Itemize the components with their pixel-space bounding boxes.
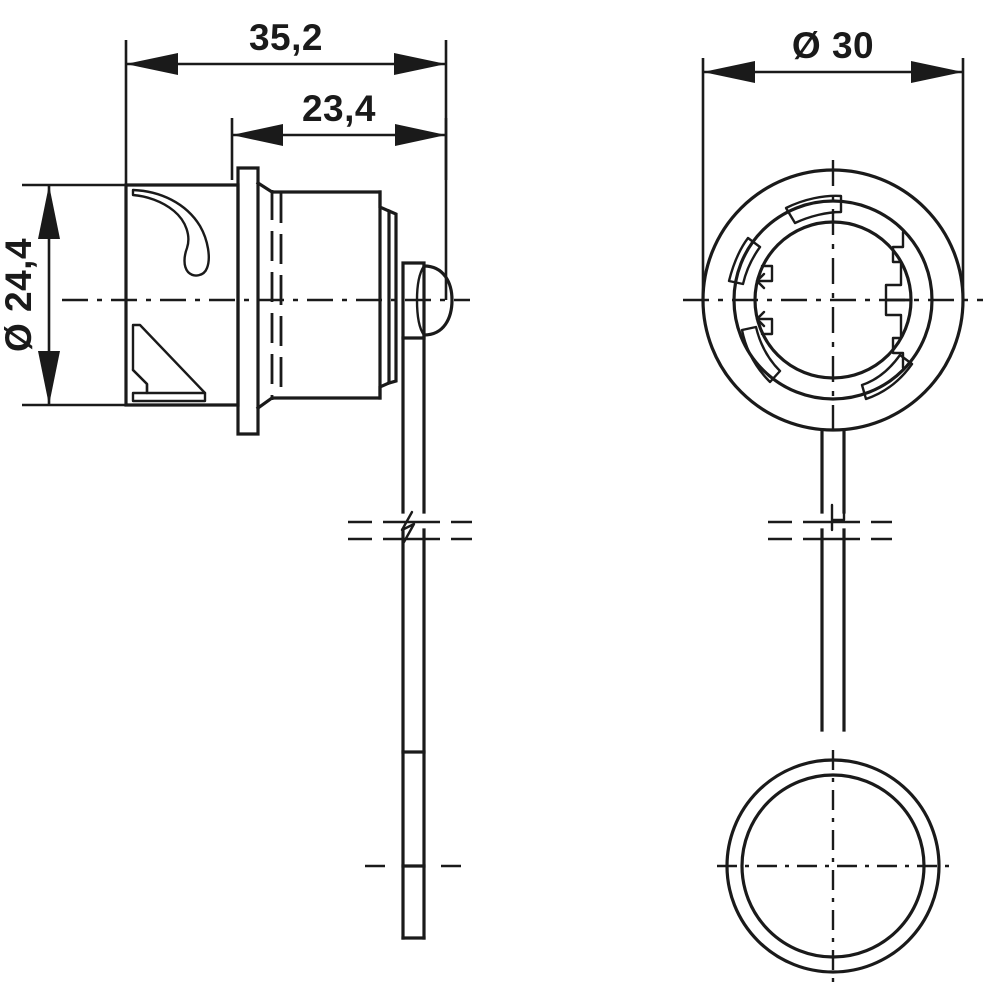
bayonet-slot-upper-left [727, 236, 762, 286]
front-view-strap-upper [820, 428, 846, 514]
arrow-right-35 [394, 53, 446, 75]
arrow-left-30 [703, 61, 755, 83]
dimension-overall-length: 35,2 [126, 17, 446, 75]
bayonet-slot-lower-right [860, 353, 914, 401]
dim-label-flange-diameter: Ø 30 [792, 25, 874, 66]
bayonet-slot-top [784, 194, 843, 225]
keyway-right-upper [884, 230, 913, 302]
arrow-top-244 [38, 185, 60, 239]
front-view-group: Ø 30 [683, 25, 983, 982]
side-view-group: 35,2 23,4 Ø 24,4 [0, 17, 472, 940]
dimension-thread-length: 23,4 [232, 88, 446, 146]
side-view-strap-lower [401, 528, 426, 940]
side-view-body [124, 166, 454, 436]
dim-label-body-diameter: Ø 24,4 [0, 238, 39, 352]
front-break-step-symbol [830, 503, 846, 532]
keyway-profile-group [755, 230, 913, 370]
arrow-right-23 [395, 124, 446, 146]
dimension-flange-diameter: Ø 30 [703, 25, 963, 83]
mounting-flange-outline [236, 166, 260, 436]
break-zigzag-symbol [400, 510, 416, 544]
dimension-body-diameter: Ø 24,4 [0, 185, 60, 405]
keyway-tick-lower [755, 310, 766, 328]
bayonet-lug-lower-inner [131, 368, 207, 395]
keyway-tick-upper [755, 272, 766, 290]
keyway-left-lower [755, 317, 774, 336]
side-view-extension-lines [22, 40, 448, 407]
front-view-extension-lines [701, 58, 965, 300]
front-view-break-symbol [768, 503, 892, 541]
keyway-right-lower [884, 298, 913, 370]
keyway-left-upper [755, 264, 774, 283]
cap-dome-outline [422, 264, 454, 337]
arrow-left-23 [232, 124, 283, 146]
bayonet-lug-lower [131, 323, 207, 403]
side-view-break-symbol [348, 510, 472, 544]
arrow-right-30 [911, 61, 963, 83]
front-view-strap-lower [820, 528, 846, 732]
bayonet-slot-lower-left [740, 325, 782, 384]
front-body-outline [255, 180, 391, 411]
arrow-left-35 [126, 53, 178, 75]
arrow-bottom-244 [38, 351, 60, 405]
dim-label-overall-length: 35,2 [249, 17, 323, 58]
bayonet-slot-group [727, 194, 914, 401]
dim-label-thread-length: 23,4 [302, 88, 376, 129]
side-view-strap-upper [401, 336, 426, 514]
front-body-end-ring [386, 208, 398, 385]
bayonet-lug-upper [131, 188, 210, 277]
